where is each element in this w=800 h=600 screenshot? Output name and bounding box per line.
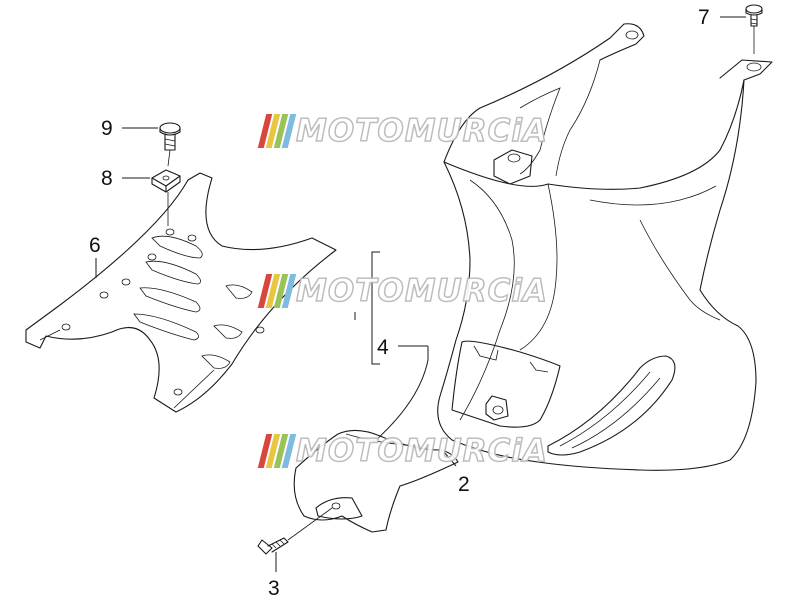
watermark-color-bars [257, 274, 297, 308]
tapping-screw-part-3 [257, 507, 333, 555]
watermark-text: MOTOMURCiA [295, 432, 548, 470]
callout-part-2: 2 [458, 473, 470, 496]
watermark-logo: MOTOMURCiA [257, 271, 548, 311]
screw-part-7 [745, 4, 763, 54]
watermark-text: MOTOMURCiA [295, 272, 548, 310]
leader-lines [95, 16, 746, 572]
watermark-text: MOTOMURCiA [295, 112, 548, 150]
callout-part-9: 9 [101, 117, 113, 140]
floor-plate-part-6 [25, 172, 337, 413]
lower-panel-part-2 [293, 429, 459, 533]
watermark-color-bars [257, 114, 297, 148]
watermark-color-bars [257, 434, 297, 468]
watermark-logo: MOTOMURCiA [257, 431, 548, 471]
callout-part-7: 7 [698, 6, 710, 29]
callout-part-4: 4 [377, 336, 389, 359]
watermark-logo: MOTOMURCiA [257, 111, 548, 151]
screw-part-9 [159, 122, 181, 167]
leg-shield-body [437, 23, 773, 471]
callout-part-6: 6 [89, 234, 101, 257]
clip-nut-part-8 [151, 169, 181, 226]
callout-part-8: 8 [101, 167, 113, 190]
callout-part-3: 3 [268, 577, 280, 600]
